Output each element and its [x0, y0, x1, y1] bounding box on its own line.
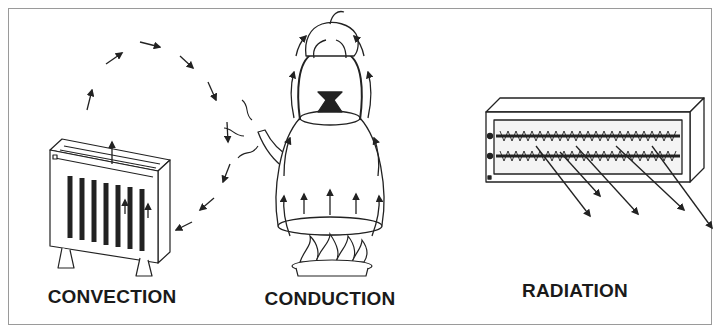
convector-heater-part-part: [92, 180, 97, 242]
frame-border: [9, 9, 712, 325]
radiant-heater-part: [488, 154, 493, 159]
heating-coils-part: [500, 131, 676, 141]
convector-heater-part-part: [140, 189, 145, 251]
convection-current-arrows-part: [111, 142, 112, 164]
heating-coils: [500, 131, 676, 161]
radiant-heater: [486, 98, 704, 182]
steam-part: [242, 100, 252, 120]
conduction-heat-arrows-part: [284, 138, 290, 176]
gas-flame-part: [300, 236, 318, 262]
convection-current-arrows-part: [227, 122, 228, 142]
radiant-heater-part: [496, 135, 680, 138]
convector-heater-part: [70, 176, 142, 251]
steam: [224, 100, 258, 158]
kettle-part: [318, 92, 342, 112]
convection-current-arrows: [87, 42, 230, 230]
convector-heater-part-part: [80, 178, 85, 240]
convector-heater: [50, 139, 170, 276]
steam-part: [238, 146, 258, 158]
convection-current-arrows-part: [180, 56, 193, 68]
convector-heater-part: [50, 150, 158, 263]
convection-current-arrows-part: [208, 82, 216, 100]
convection-current-arrows-part: [140, 42, 160, 47]
conduction-heat-arrows-part: [296, 36, 306, 56]
convection-current-arrows-part: [176, 222, 192, 230]
kettle: [258, 12, 384, 236]
convector-heater-part: [60, 150, 156, 168]
convection-current-arrows-part: [124, 200, 125, 214]
convector-heater-part: [58, 248, 74, 268]
conduction-heat-arrows-part: [355, 194, 356, 214]
convection-current-arrows-part: [200, 198, 214, 210]
gas-flame: [292, 234, 372, 276]
conduction-heat-arrows-part: [284, 196, 290, 236]
convector-heater-part: [136, 258, 152, 276]
radiant-heater-part: [486, 98, 704, 112]
gas-flame-part: [352, 240, 367, 262]
conduction-heat-arrows-part: [368, 72, 371, 118]
gas-flame-part: [296, 268, 368, 276]
kettle-part: [300, 111, 360, 125]
caption-label: CONVECTION: [48, 286, 177, 308]
conduction-heat-arrows-part: [329, 190, 330, 215]
radiant-heater-part: [496, 155, 680, 158]
radiant-heater-part: [488, 134, 493, 139]
radiation-arrows-part: [652, 146, 712, 228]
convector-heater-part: [55, 158, 153, 177]
convector-heater-part-part: [128, 187, 133, 249]
kettle-part: [330, 12, 344, 25]
convector-heater-part-part: [104, 183, 109, 245]
kettle-part: [298, 54, 362, 120]
convection-current-arrows-part: [106, 53, 122, 64]
radiation-arrows-part: [560, 152, 600, 196]
radiant-heater-part: [488, 176, 491, 179]
conduction-heat-arrows: [284, 36, 380, 236]
conduction-heat-arrows-part: [374, 138, 379, 176]
caption-label: RADIATION: [522, 280, 628, 302]
radiant-heater-part: [486, 112, 690, 182]
gas-flame-part: [316, 234, 338, 262]
steam-part: [224, 128, 244, 136]
gas-flame-part: [336, 236, 355, 262]
radiant-heater-part: [494, 120, 682, 174]
radiant-heater-part: [690, 98, 704, 182]
kettle-part: [278, 217, 382, 235]
conduction-heat-arrows-part: [303, 194, 304, 214]
conduction-heat-arrows-part: [372, 196, 379, 236]
convector-heater-part-part: [116, 185, 121, 247]
convector-heater-part-part: [68, 176, 73, 238]
kettle-part: [314, 40, 346, 58]
convection-current-arrows-part: [147, 204, 148, 218]
convection-current-arrows-part: [223, 164, 230, 182]
radiation-arrows-part: [616, 146, 684, 210]
kettle-part: [276, 118, 384, 235]
radiation-arrows-part: [536, 146, 590, 216]
conduction-heat-arrows-part: [291, 72, 294, 118]
convector-heater-part: [53, 155, 57, 159]
conduction-heat-arrows-part: [354, 36, 364, 56]
convector-heater-part: [158, 160, 170, 263]
radiation-arrows: [536, 146, 712, 228]
convection-current-arrows-part: [87, 90, 92, 110]
caption-label: CONDUCTION: [265, 288, 396, 310]
